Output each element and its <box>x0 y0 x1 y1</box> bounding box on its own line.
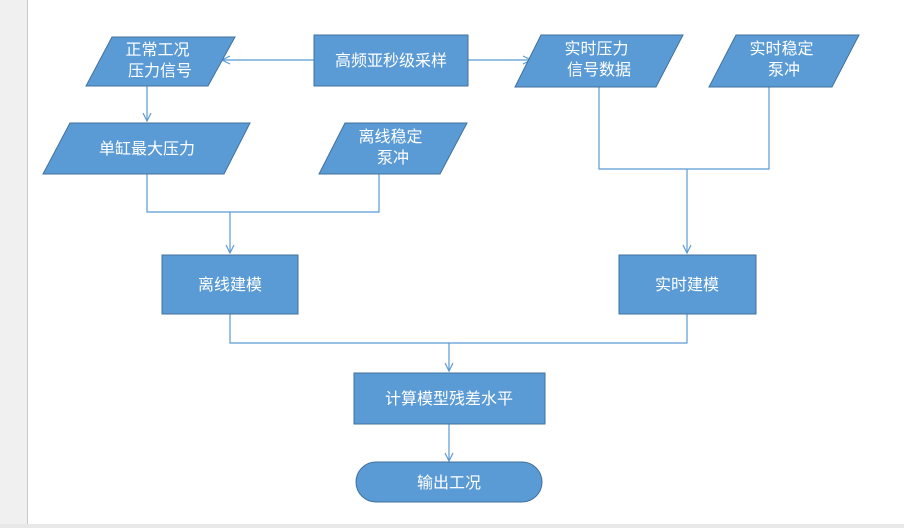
normal-signal-line-1: 正常工况 <box>125 40 189 59</box>
residual-box <box>353 372 546 425</box>
offline-pump-line-2: 泵冲 <box>377 148 409 167</box>
normal-signal-label: 正常工况 压力信号 <box>125 40 194 80</box>
realtime-model-box <box>618 254 757 315</box>
output-label: 输出工况 <box>417 473 481 492</box>
sampling-label: 高频亚秒级采样 <box>335 51 447 70</box>
normal-signal-parallelogram <box>85 36 236 87</box>
offline-model-label: 离线建模 <box>198 275 262 294</box>
output-terminator <box>355 461 543 503</box>
offline-pump-parallelogram <box>318 122 468 175</box>
realtime-pump-label: 实时稳定 泵冲 <box>749 39 818 79</box>
cylinder-pressure-label: 单缸最大压力 <box>99 139 195 158</box>
bottom-strip <box>0 524 904 528</box>
connector-models-merge <box>229 314 688 344</box>
realtime-pressure-line-1: 实时压力 <box>564 39 628 58</box>
realtime-pressure-label: 实时压力 信号数据 <box>564 39 633 79</box>
offline-pump-label: 离线稳定 泵冲 <box>358 127 427 167</box>
realtime-pump-line-1: 实时稳定 <box>749 39 813 58</box>
cylinder-pressure-parallelogram <box>42 122 251 175</box>
offline-model-box <box>161 254 299 315</box>
realtime-pump-line-2: 泵冲 <box>768 60 800 79</box>
realtime-pressure-line-2: 信号数据 <box>567 60 631 79</box>
realtime-pump-parallelogram <box>708 34 860 88</box>
sampling-box <box>313 34 469 87</box>
realtime-pressure-parallelogram <box>514 34 684 88</box>
realtime-model-label: 实时建模 <box>655 275 719 294</box>
residual-label: 计算模型残差水平 <box>385 389 513 408</box>
connector-cylinder-offline-merge <box>146 174 380 213</box>
connector-realtime-merge <box>598 87 770 170</box>
normal-signal-line-2: 压力信号 <box>128 61 192 80</box>
offline-pump-line-1: 离线稳定 <box>358 127 422 146</box>
